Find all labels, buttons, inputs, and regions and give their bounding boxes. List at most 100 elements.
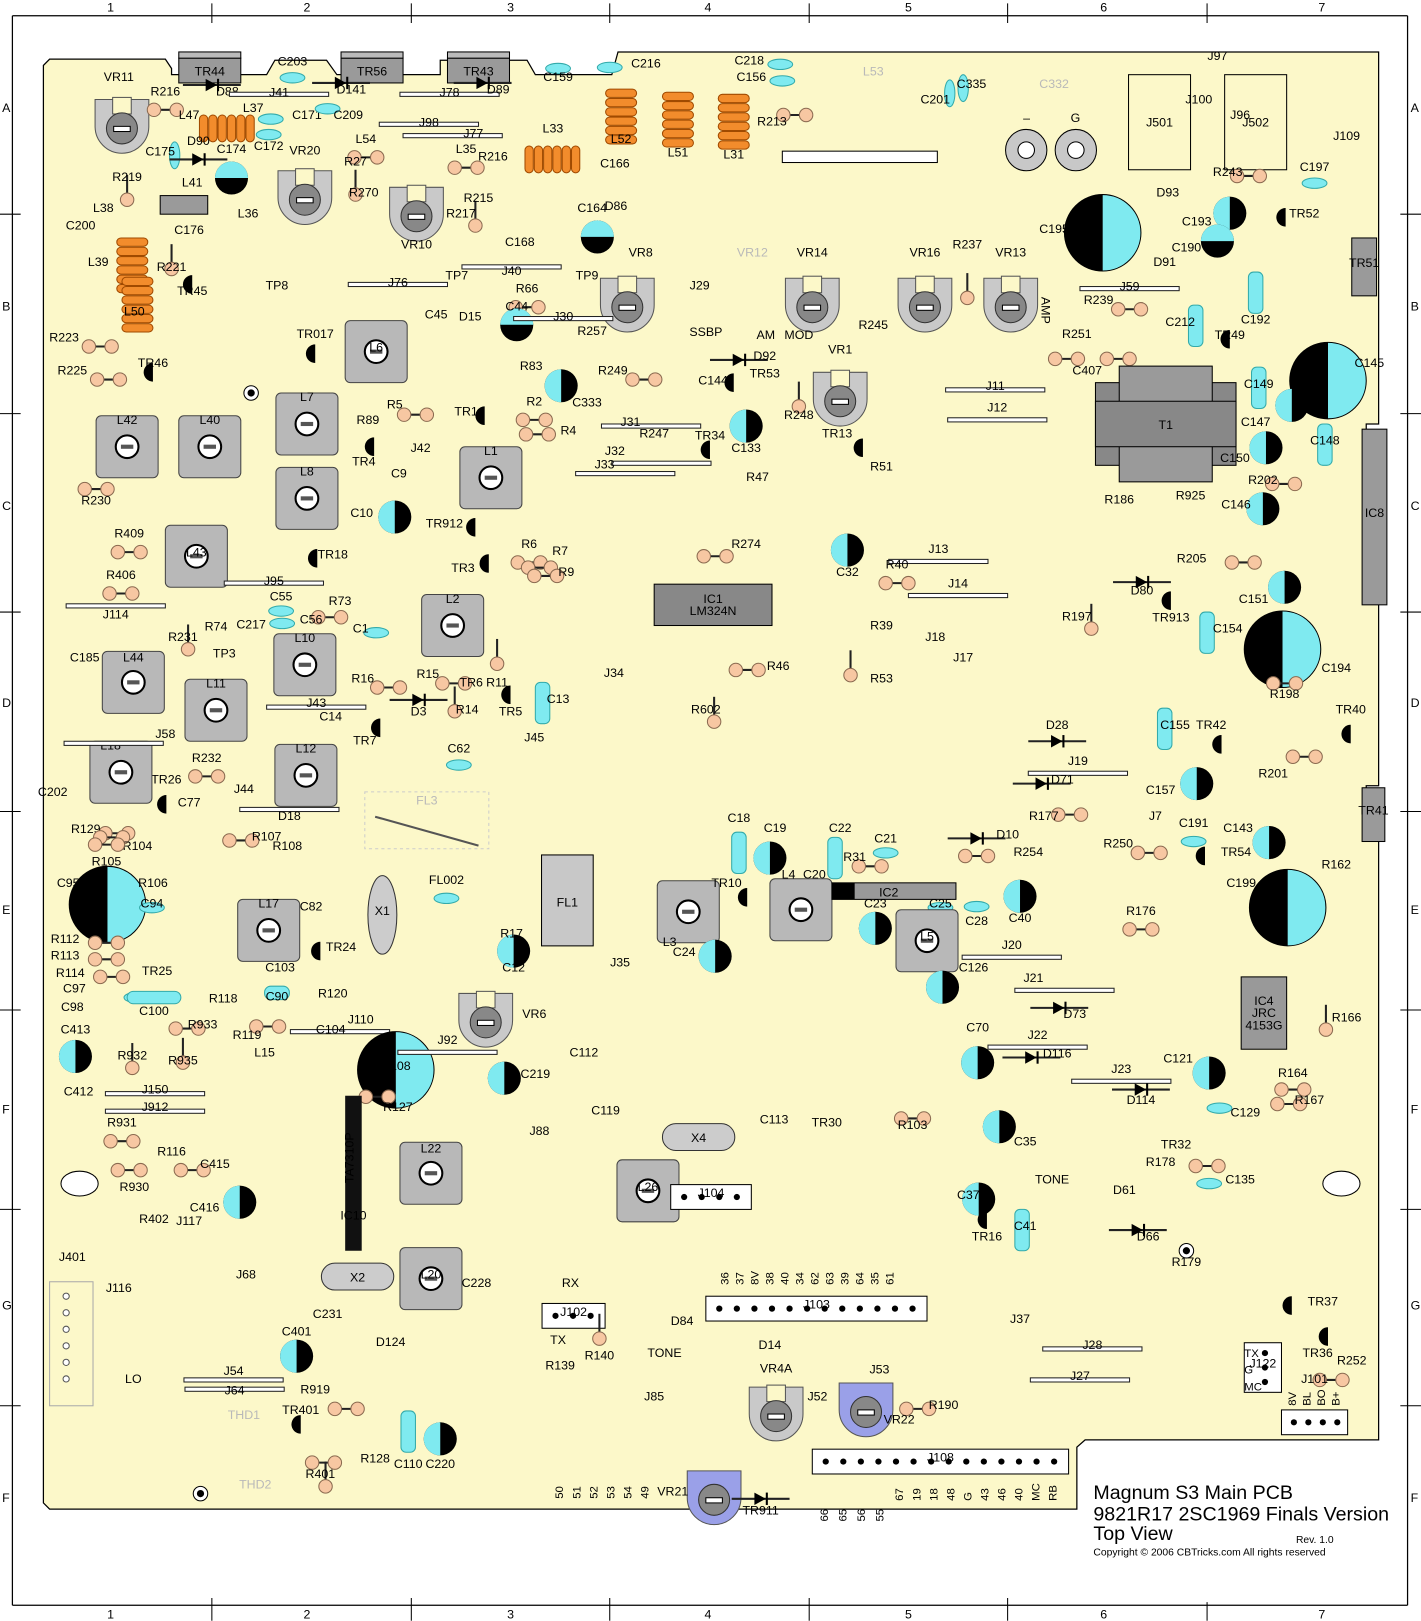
resistor-pad xyxy=(112,372,128,387)
component-c159: C159 xyxy=(543,62,573,84)
resistor-pad xyxy=(874,859,889,874)
component-label-r27: R27 xyxy=(344,155,367,169)
component-r112: R112 xyxy=(51,932,126,951)
component-c194: C194 xyxy=(1243,610,1351,689)
component-label-c90: C90 xyxy=(266,990,289,1004)
grid-row-label: A xyxy=(1411,101,1420,115)
component-label-r221: R221 xyxy=(157,260,187,274)
resistor-pad xyxy=(1099,351,1115,367)
component-label-j76: J76 xyxy=(388,276,408,290)
j102-pin-label: 50 xyxy=(554,1486,566,1499)
electrolytic-band xyxy=(497,934,514,968)
component-label-lo: LO xyxy=(125,1372,142,1386)
component-j78: J78 xyxy=(399,85,500,99)
electrolytic-band xyxy=(69,866,108,943)
grid-row-label: F xyxy=(2,1491,10,1505)
component-label-j45: J45 xyxy=(524,730,544,744)
component-label-ssbp: SSBP xyxy=(689,325,722,339)
resistor-pad xyxy=(878,575,893,591)
resistor-pad xyxy=(396,407,412,422)
component-tr34: TR34 xyxy=(695,428,725,460)
electrolytic-band xyxy=(280,1339,297,1373)
resistor-pad xyxy=(311,610,326,625)
grid-row-label: B xyxy=(1411,299,1419,313)
transistor-block xyxy=(178,57,242,84)
coil-turn xyxy=(533,145,544,174)
component-label-ta7310p: TA7310P xyxy=(342,1132,356,1183)
component-label-l47: L47 xyxy=(179,108,200,122)
component-r176: R176 xyxy=(1122,904,1160,937)
component-label-l15: L15 xyxy=(254,1045,275,1059)
resistor-pad xyxy=(980,848,996,864)
component-r4: R4 xyxy=(518,423,576,442)
component-label-r247: R247 xyxy=(639,426,669,440)
component-tr52: TR52 xyxy=(1276,206,1319,227)
component-r197: R197 xyxy=(1062,603,1099,636)
component-label-j98: J98 xyxy=(419,115,439,129)
component-label-r270: R270 xyxy=(349,186,379,200)
grid-column-label: 5 xyxy=(905,1,912,15)
connector-pin xyxy=(569,1312,577,1319)
jumper-wire xyxy=(611,460,712,466)
resistor-pad xyxy=(1270,1096,1285,1112)
component-j41: J41 xyxy=(228,85,330,99)
trimmer-notch xyxy=(830,369,851,388)
coil-turn xyxy=(121,304,154,314)
connector-pin xyxy=(1334,1419,1341,1426)
title-block xyxy=(1078,1447,1406,1603)
component-label-tr4: TR4 xyxy=(352,454,376,468)
coil-turn xyxy=(605,135,638,145)
capacitor-body xyxy=(1014,1208,1030,1252)
component-r53: R53 xyxy=(843,650,893,685)
component-label-j101: J101 xyxy=(1301,1372,1328,1386)
component-j912: J912 xyxy=(104,1100,206,1114)
component-t1: T1 xyxy=(1094,365,1237,483)
component-label-r4: R4 xyxy=(560,423,576,437)
connector-pin xyxy=(891,1305,899,1312)
ic-body xyxy=(653,583,773,627)
component-label-r243: R243 xyxy=(1213,165,1243,179)
component-r250: R250 xyxy=(1103,837,1168,861)
component-d114: D114 xyxy=(1111,1083,1170,1107)
connector-outline xyxy=(49,1281,94,1407)
component-label-r401: R401 xyxy=(306,1467,336,1481)
component-label-j17: J17 xyxy=(953,651,973,665)
resistor-pad xyxy=(1110,302,1126,317)
component-r140: R140 xyxy=(585,1313,614,1362)
component-label-j110: J110 xyxy=(348,1012,374,1026)
transistor-body xyxy=(1220,329,1230,349)
component-d92: D92 xyxy=(709,349,776,367)
component-l15: L15 xyxy=(254,1045,275,1059)
component-r406: R406 xyxy=(102,568,140,601)
component-c164: C164 xyxy=(577,201,614,254)
connector-pin xyxy=(698,1193,705,1201)
component-r205: R205 xyxy=(1177,551,1262,570)
component-c150: C150 xyxy=(1220,431,1283,465)
connector-pin xyxy=(875,1458,882,1465)
component-label-c416: C416 xyxy=(190,1200,220,1214)
grid-row-label: G xyxy=(2,1299,12,1313)
component-label-c412: C412 xyxy=(64,1085,94,1099)
component-c191: C191 xyxy=(1179,816,1209,848)
component-l52: L52 xyxy=(605,88,638,146)
component-label-tr56: TR56 xyxy=(357,65,387,79)
component-c55: C55 xyxy=(268,590,295,617)
component-r178: R178 xyxy=(1146,1155,1226,1174)
component-label-vr22: VR22 xyxy=(884,1412,915,1426)
component-fl3: FL3 xyxy=(364,791,490,850)
electrolytic-band xyxy=(423,1422,441,1456)
component-c332: C332 xyxy=(1039,77,1069,91)
component-j116: J116 xyxy=(106,1281,132,1295)
capacitor-body xyxy=(1187,304,1204,347)
component-r225: R225 xyxy=(58,363,128,387)
component-label-r5: R5 xyxy=(387,397,403,411)
component-r254: R254 xyxy=(958,845,1043,864)
component-r251: R251 xyxy=(1062,327,1137,367)
minus-mark: – xyxy=(1023,111,1030,125)
component-r919: R919 xyxy=(300,1382,365,1417)
component-tr46: TR46 xyxy=(138,356,168,382)
component-rx: RX xyxy=(562,1276,579,1290)
resistor-pad xyxy=(893,1111,909,1126)
component-label-l51: L51 xyxy=(668,145,689,159)
